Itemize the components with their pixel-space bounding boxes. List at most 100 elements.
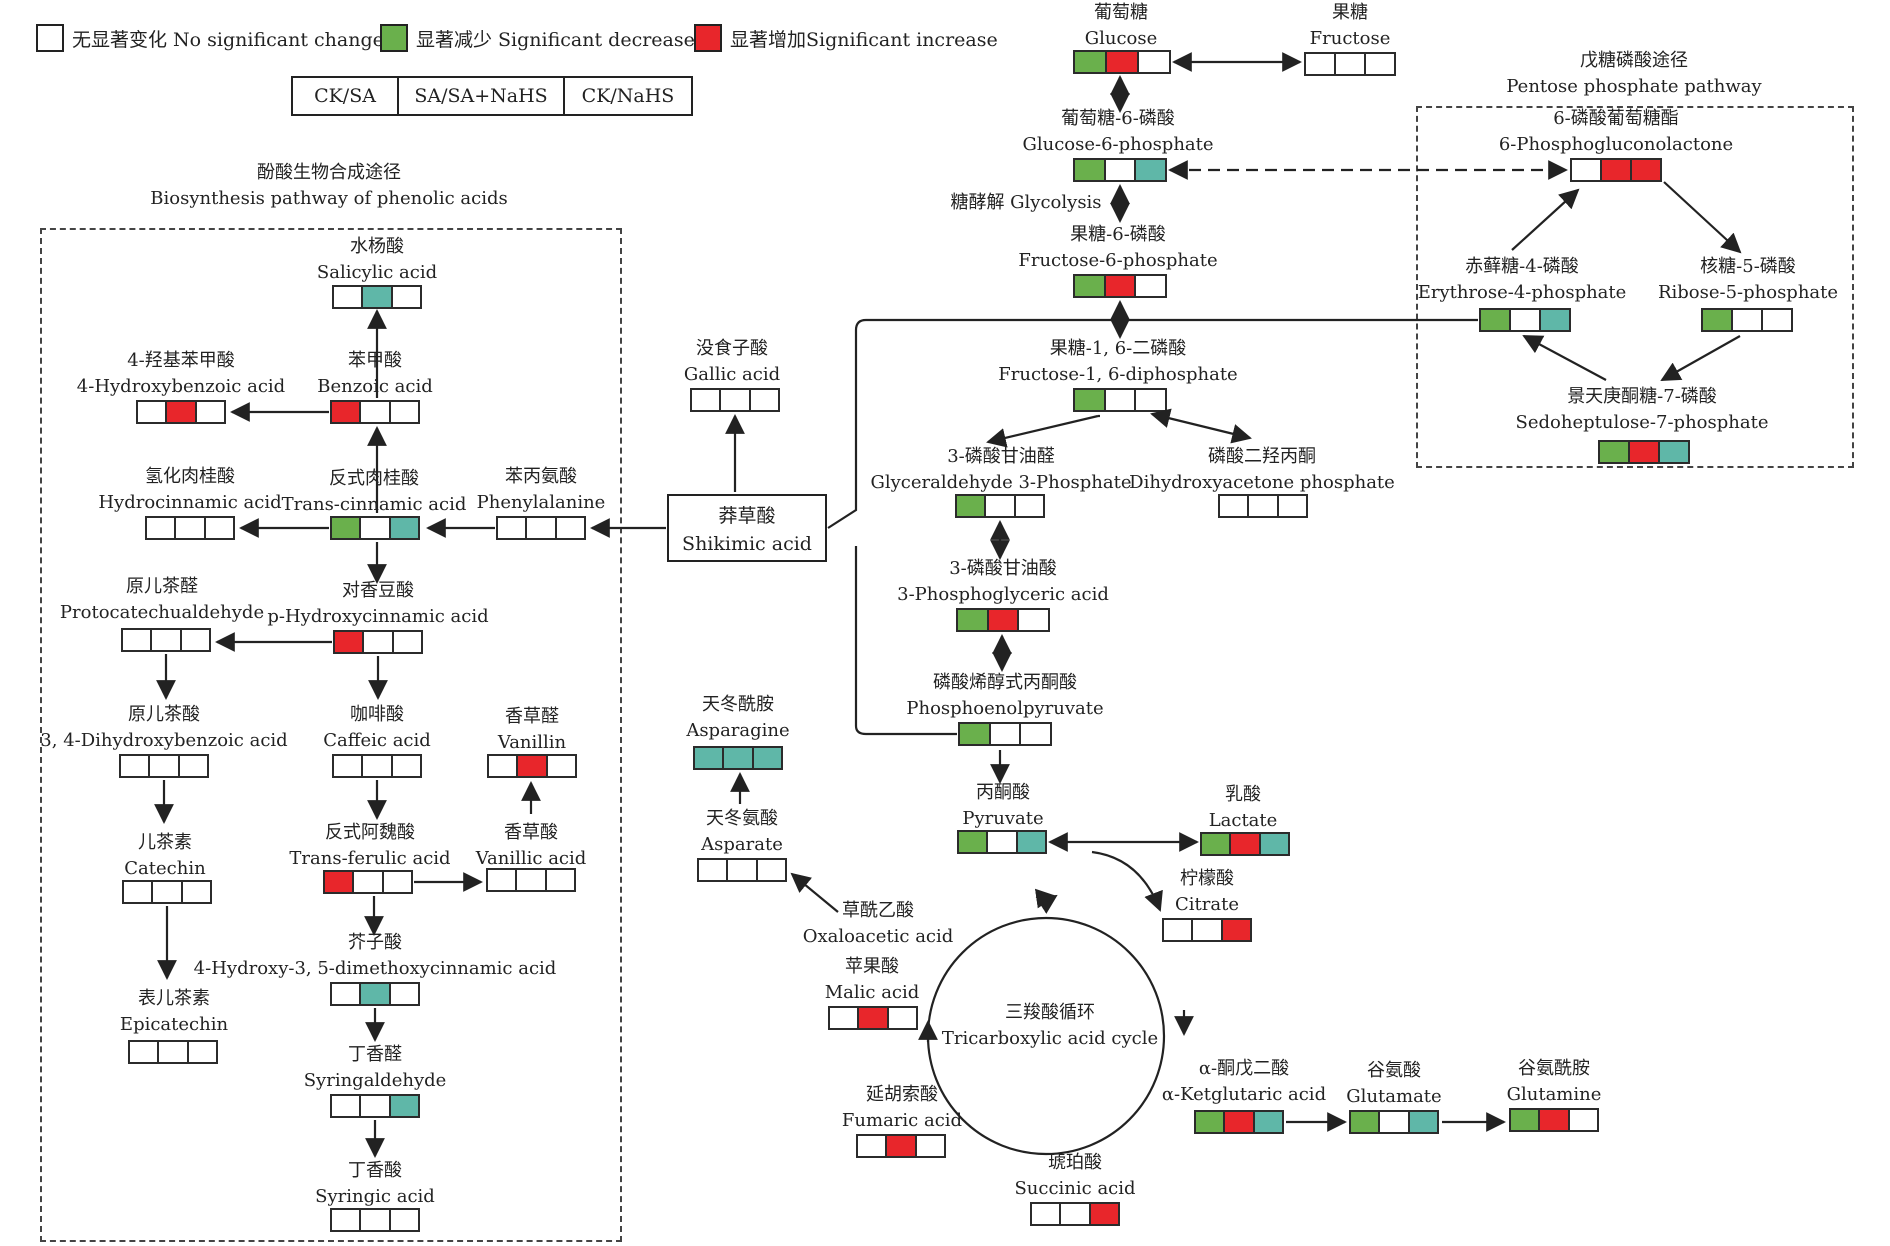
syringaldehyde-boxes — [330, 1094, 420, 1118]
s7p-cell-ck-nahs — [1660, 442, 1688, 462]
aspartate-en: Asparate — [701, 834, 783, 855]
sinapic-cell-sa-nahs — [361, 984, 391, 1004]
lactate-cell-ck-sa — [1202, 834, 1232, 854]
glucose-cell-ck-sa — [1075, 52, 1107, 72]
fumaric-cell-ck-sa — [858, 1136, 888, 1156]
g6p-cell-ck-nahs — [1136, 160, 1166, 180]
fumaric-cn: 延胡索酸 — [865, 1084, 938, 1105]
dihydroxybenzoic-cell-ck-sa — [121, 756, 151, 776]
g6p-cell-ck-sa — [1075, 160, 1106, 180]
epicatechin-cell-ck-nahs — [188, 1042, 216, 1062]
pga-cell-ck-sa — [958, 610, 989, 630]
transferulic-cn: 反式阿魏酸 — [325, 822, 415, 843]
syringic-cell-ck-sa — [332, 1210, 362, 1230]
hydrocinnamic-boxes — [145, 516, 235, 540]
fructose-boxes — [1304, 52, 1396, 76]
r5p-cell-ck-sa — [1703, 310, 1733, 330]
hydroxybenzoic-cell-ck-nahs — [196, 402, 224, 422]
r5p-cell-ck-nahs — [1763, 310, 1791, 330]
asparagine-en: Asparagine — [686, 720, 790, 741]
legend-decrease: 显著减少 Significant decrease — [380, 24, 695, 52]
pyruvate-en: Pyruvate — [962, 808, 1044, 829]
f6p-cn: 果糖-6-磷酸 — [1070, 224, 1166, 245]
vanillic-en: Vanillic acid — [475, 848, 587, 869]
f6p-cell-ck-nahs — [1136, 276, 1166, 296]
hydrocinnamic-cell-sa-nahs — [176, 518, 206, 538]
salicylic-cell-sa-nahs — [363, 287, 393, 307]
bracket-e4p-pep-shikimic — [827, 318, 1478, 736]
dihydroxybenzoic-en: 3, 4-Dihydroxybenzoic acid — [40, 730, 288, 751]
dihydroxybenzoic-cell-sa-nahs — [150, 756, 180, 776]
hydrocinnamic-cell-ck-nahs — [205, 518, 233, 538]
comparison-header: CK/SA SA/SA+NaHS CK/NaHS — [291, 76, 693, 116]
caffeic-en: Caffeic acid — [323, 730, 431, 751]
pep-cell-ck-nahs — [1021, 724, 1051, 744]
lactate-boxes — [1200, 832, 1290, 856]
catechin-cell-ck-sa — [124, 882, 154, 902]
caffeic-cell-ck-sa — [334, 756, 364, 776]
oxaloacetic-label: 草酰乙酸 Oxaloacetic acid — [803, 898, 954, 950]
phenolic-region-en: Biosynthesis pathway of phenolic acids — [150, 188, 508, 209]
glucose-boxes — [1073, 50, 1171, 74]
benzoic-cn: 苯甲酸 — [347, 350, 402, 371]
e4p-en: Erythrose-4-phosphate — [1417, 282, 1627, 303]
benzoic-cell-sa-nahs — [361, 402, 391, 422]
oxaloacetic-en: Oxaloacetic acid — [802, 926, 954, 947]
gallic-boxes — [690, 388, 780, 412]
gallic-cn: 没食子酸 — [696, 338, 768, 359]
salicylic-cell-ck-nahs — [392, 287, 420, 307]
malic-boxes — [828, 1006, 918, 1030]
pgl-boxes — [1570, 158, 1662, 182]
vanillic-label: 香草酸 Vanillic acid — [476, 820, 587, 872]
citrate-en: Citrate — [1175, 894, 1239, 915]
fumaric-cell-ck-nahs — [916, 1136, 944, 1156]
arrow-pyruvate-citrate — [1091, 850, 1163, 912]
dhap-cell-ck-sa — [1220, 496, 1250, 516]
citrate-cell-ck-nahs — [1222, 920, 1250, 940]
succinic-boxes — [1030, 1202, 1120, 1226]
fructose-cn: 果糖 — [1331, 2, 1368, 23]
g3p-cn: 3-磷酸甘油醛 — [947, 446, 1055, 467]
pep-en: Phosphoenolpyruvate — [906, 698, 1104, 719]
vanillin-cell-ck-sa — [489, 756, 519, 776]
header-col-3: CK/NaHS — [581, 85, 675, 107]
caffeic-boxes — [332, 754, 422, 778]
tca-en: Tricarboxylic acid cycle — [941, 1028, 1159, 1049]
header-col-2: SA/SA+NaHS — [399, 78, 565, 114]
fructose-en: Fructose — [1309, 28, 1391, 49]
epicatechin-boxes — [128, 1040, 218, 1064]
vanillic-cn: 香草酸 — [504, 822, 558, 843]
s7p-cell-sa-nahs — [1630, 442, 1660, 462]
pga-cell-sa-nahs — [988, 610, 1020, 630]
benzoic-cell-ck-nahs — [390, 402, 418, 422]
g3p-boxes — [955, 494, 1045, 518]
pgl-cn: 6-磷酸葡萄糖酯 — [1553, 108, 1679, 129]
oxaloacetic-cn: 草酰乙酸 — [842, 900, 914, 921]
fumaric-boxes — [856, 1134, 946, 1158]
glucose-cell-sa-nahs — [1107, 52, 1139, 72]
sinapic-boxes — [330, 982, 420, 1006]
g3p-cell-sa-nahs — [986, 496, 1016, 516]
transcinnamic-cell-ck-sa — [332, 518, 362, 538]
vanillic-cell-sa-nahs — [517, 870, 547, 890]
pyruvate-cell-ck-nahs — [1017, 832, 1045, 852]
glucose-en: Glucose — [1084, 28, 1158, 49]
phydroxycinnamic-cell-ck-nahs — [393, 632, 421, 652]
asparagine-cell-sa-nahs — [724, 748, 754, 768]
salicylic-cell-ck-sa — [334, 287, 364, 307]
